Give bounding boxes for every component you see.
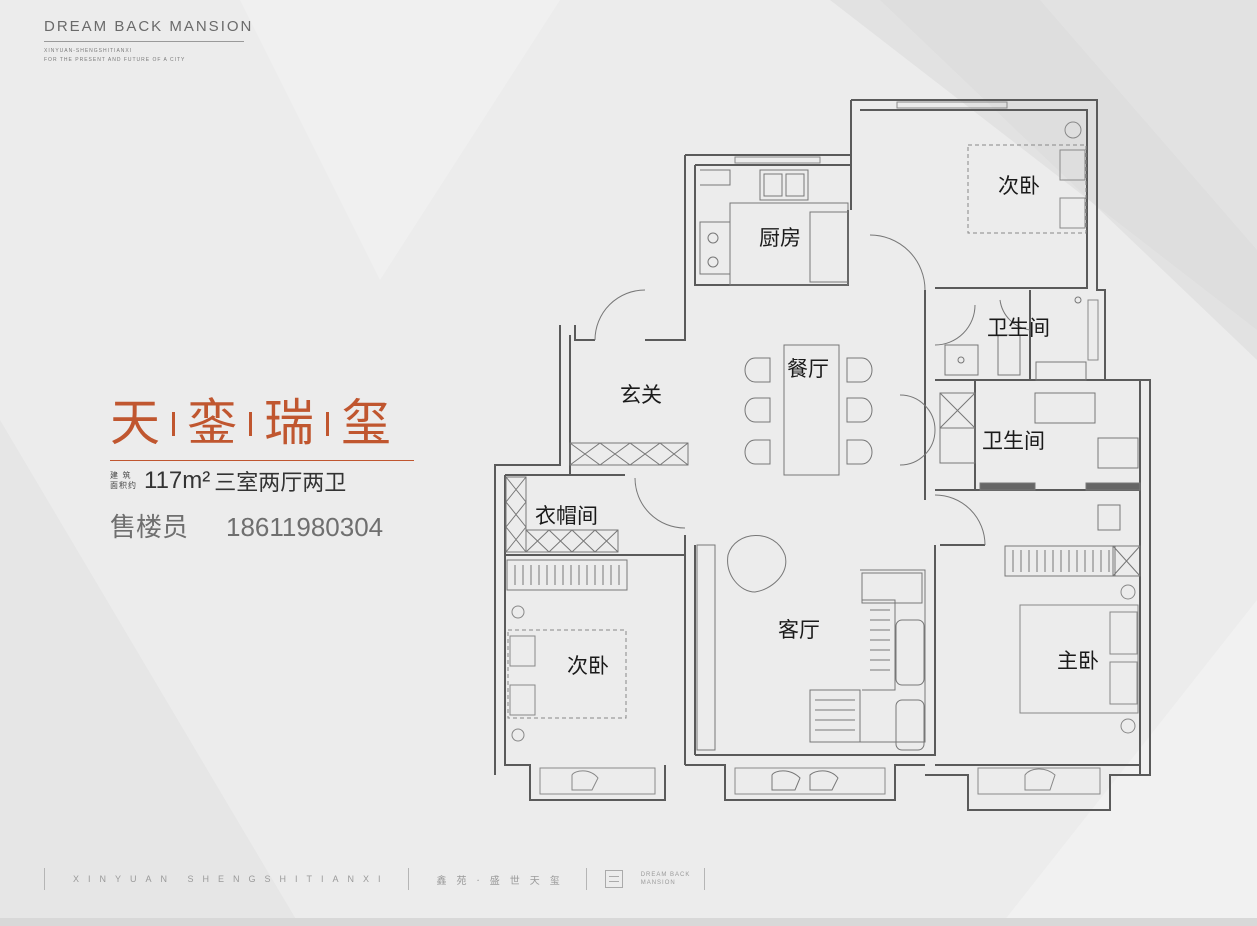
footer-bar: XINYUAN SHENGSHITIANXI 鑫苑·盛世天玺 DREAM BAC…: [44, 866, 706, 892]
brand-subtitle-1: XINYUAN-SHENGSHITIANXI: [44, 48, 133, 54]
footer-logo-text: DREAM BACK MANSION: [641, 871, 691, 887]
brand-divider: [44, 41, 244, 42]
north-bed: [967, 121, 1087, 234]
footer-divider: [585, 868, 587, 890]
sales-contact: 售楼员 18611980304: [110, 507, 414, 544]
balcony-chairs: [771, 770, 839, 791]
footer-english: XINYUAN SHENGSHITIANXI: [73, 874, 390, 884]
room-label-dining: 餐厅: [787, 357, 829, 381]
living-furniture: [696, 535, 926, 751]
layout-type: 三室两厅两卫: [214, 471, 347, 496]
area-row: 建 筑 面积约 117m² 三室两厅两卫: [110, 465, 414, 497]
room-label-kitchen: 厨房: [759, 226, 801, 250]
room-label-cloakroom: 衣帽间: [535, 504, 598, 528]
dining-table: [744, 344, 873, 476]
area-label: 建 筑 面积约: [110, 471, 144, 491]
project-name-char: 玺: [341, 394, 391, 452]
footer-logo: DREAM BACK MANSION: [604, 870, 691, 888]
logo-mark-icon: [604, 870, 623, 888]
title-separator: [326, 412, 329, 436]
room-label-bedroom-north: 次卧: [998, 174, 1040, 198]
footer-logo-line1: DREAM BACK: [640, 872, 691, 878]
room-label-bedroom-west: 次卧: [567, 654, 609, 678]
area-label-line1: 建 筑: [110, 471, 132, 480]
west-bed: [507, 605, 627, 791]
sales-phone[interactable]: 18611980304: [226, 512, 384, 542]
brand-subtitle-2: FOR THE PRESENT AND FUTURE OF A CITY: [44, 57, 186, 63]
door-swings: [594, 234, 1031, 546]
cabinets: [505, 442, 1141, 591]
footer-chinese: 鑫苑·盛世天玺: [436, 875, 570, 887]
title-rule: [110, 460, 414, 461]
footer-divider: [704, 868, 706, 890]
sales-label: 售楼员: [110, 513, 189, 543]
master-bed: [1019, 584, 1139, 791]
room-label-bathroom-1: 卫生间: [987, 316, 1050, 340]
windows: [539, 101, 1101, 795]
project-name-char: 瑞: [264, 394, 314, 452]
walls: [494, 99, 1151, 811]
room-label-bathroom-2: 卫生间: [982, 429, 1045, 453]
project-name-char: 天: [110, 394, 160, 452]
footer-divider: [407, 868, 409, 890]
project-name: 天銮瑞玺: [110, 392, 414, 454]
title-separator: [172, 412, 175, 436]
footer-divider: [44, 868, 45, 890]
kitchen-fixtures: [699, 169, 849, 286]
bathroom-fixtures: [939, 296, 1141, 531]
project-name-char: 銮: [187, 394, 237, 452]
brand-title: DREAM BACK MANSION: [44, 18, 254, 35]
brand-header: DREAM BACK MANSION XINYUAN-SHENGSHITIANX…: [44, 18, 253, 65]
project-info: 天銮瑞玺 建 筑 面积约 117m² 三室两厅两卫 售楼员 18611980304: [110, 392, 414, 544]
title-separator: [249, 412, 252, 436]
room-label-master-bedroom: 主卧: [1057, 649, 1099, 673]
room-label-foyer: 玄关: [620, 383, 662, 407]
area-label-line2: 面积约: [110, 481, 137, 490]
room-label-living: 客厅: [778, 618, 820, 642]
area-value: 117m²: [144, 467, 211, 494]
footer-logo-line2: MANSION: [640, 880, 676, 886]
room-labels: 次卧 厨房 卫生间 餐厅 玄关 卫生间 衣帽间 客厅 次卧 主卧: [535, 174, 1099, 678]
